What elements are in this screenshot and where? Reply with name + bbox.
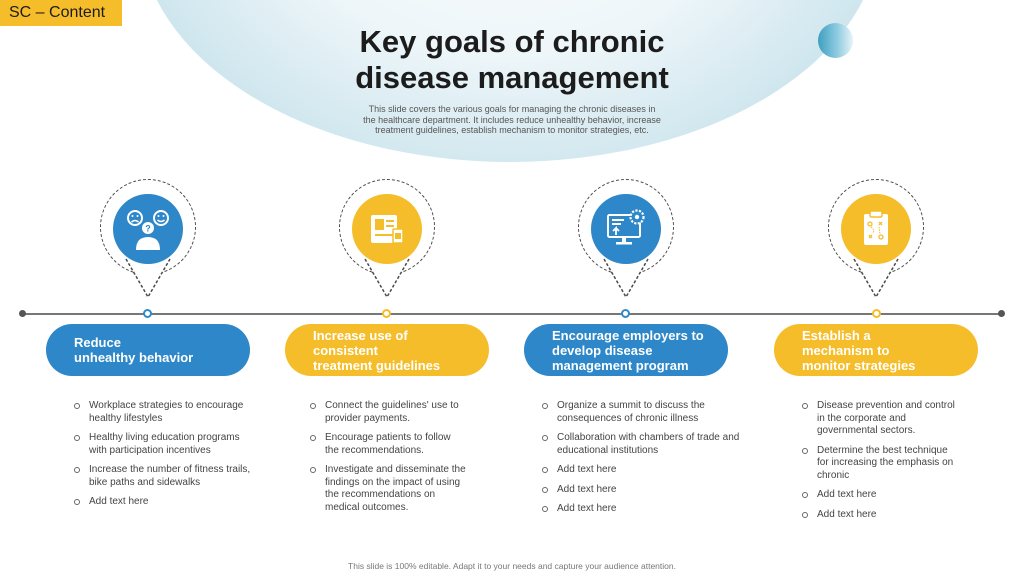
timeline-node-4 <box>872 309 881 318</box>
monitor-gear-icon <box>591 194 661 264</box>
svg-text:?: ? <box>145 224 151 234</box>
goal-3-title-line-1: Encourage employers to <box>552 327 704 343</box>
goal-3-title-line-2: develop disease <box>552 342 653 358</box>
goal-2-title-line-2: consistent <box>313 342 379 358</box>
goal-1-list: Workplace strategies to encourage health… <box>73 400 253 516</box>
goal-2-title-line-1: Increase use of <box>313 327 408 343</box>
goal-4-title-line-1: Establish a <box>802 327 871 343</box>
timeline-node-1 <box>143 309 152 318</box>
list-item: Add text here <box>801 509 961 522</box>
list-item: Disease prevention and control in the co… <box>801 400 961 438</box>
clipboard-strategy-icon <box>841 194 911 264</box>
timeline-line <box>22 313 1002 315</box>
list-item: Organize a summit to discuss the consequ… <box>541 400 741 425</box>
list-item: Determine the best technique for increas… <box>801 445 961 483</box>
goal-pill-4: Establish a mechanism to monitor strateg… <box>774 324 978 376</box>
pin-tip-2 <box>364 258 410 299</box>
goal-1-title-line-1: Reduce <box>74 335 121 350</box>
goal-1-title-line-2: unhealthy behavior <box>74 350 194 365</box>
list-item: Investigate and disseminate the findings… <box>309 464 467 514</box>
goal-pill-2: Increase use of consistent treatment gui… <box>285 324 489 376</box>
slide-title: Key goals of chronic disease management <box>262 24 762 96</box>
timeline-end-dot <box>998 310 1005 317</box>
list-item: Healthy living education programs with p… <box>73 432 253 457</box>
list-item: Add text here <box>541 503 741 516</box>
goal-2-title-line-3: treatment guidelines <box>313 357 441 373</box>
list-item: Connect the guidelines' use to provider … <box>309 400 467 425</box>
goal-4-title-line-2: mechanism to <box>802 342 890 358</box>
timeline-node-3 <box>621 309 630 318</box>
timeline-start-dot <box>19 310 26 317</box>
decorative-gradient-dot <box>818 23 853 58</box>
list-item: Increase the number of fitness trails, b… <box>73 464 253 489</box>
slide-title-line-1: Key goals of chronic <box>359 24 665 59</box>
list-item: Add text here <box>541 464 741 477</box>
goal-4-list: Disease prevention and control in the co… <box>801 400 961 528</box>
list-item: Add text here <box>73 496 253 509</box>
footer-note: This slide is 100% editable. Adapt it to… <box>348 561 676 571</box>
emotions-person-icon: ? <box>113 194 183 264</box>
pin-tip-4 <box>853 258 899 299</box>
list-item: Add text here <box>801 489 961 502</box>
goal-3-title-line-3: management program <box>552 357 689 373</box>
pin-tip-1 <box>125 258 171 299</box>
pin-tip-3 <box>603 258 649 299</box>
slide-title-line-2: disease management <box>355 60 669 95</box>
timeline-node-2 <box>382 309 391 318</box>
slide-subtitle: This slide covers the various goals for … <box>363 104 661 135</box>
list-item: Collaboration with chambers of trade and… <box>541 432 741 457</box>
goal-3-list: Organize a summit to discuss the consequ… <box>541 400 741 523</box>
book-document-icon <box>352 194 422 264</box>
list-item: Workplace strategies to encourage health… <box>73 400 253 425</box>
list-item: Add text here <box>541 484 741 497</box>
goal-4-title-line-3: monitor strategies <box>802 357 916 373</box>
goal-2-list: Connect the guidelines' use to provider … <box>309 400 467 521</box>
list-item: Encourage patients to follow the recomme… <box>309 432 467 457</box>
section-tag: SC – Content <box>0 0 122 26</box>
goal-pill-1: Reduce unhealthy behavior <box>46 324 250 376</box>
goal-pill-3: Encourage employers to develop disease m… <box>524 324 728 376</box>
